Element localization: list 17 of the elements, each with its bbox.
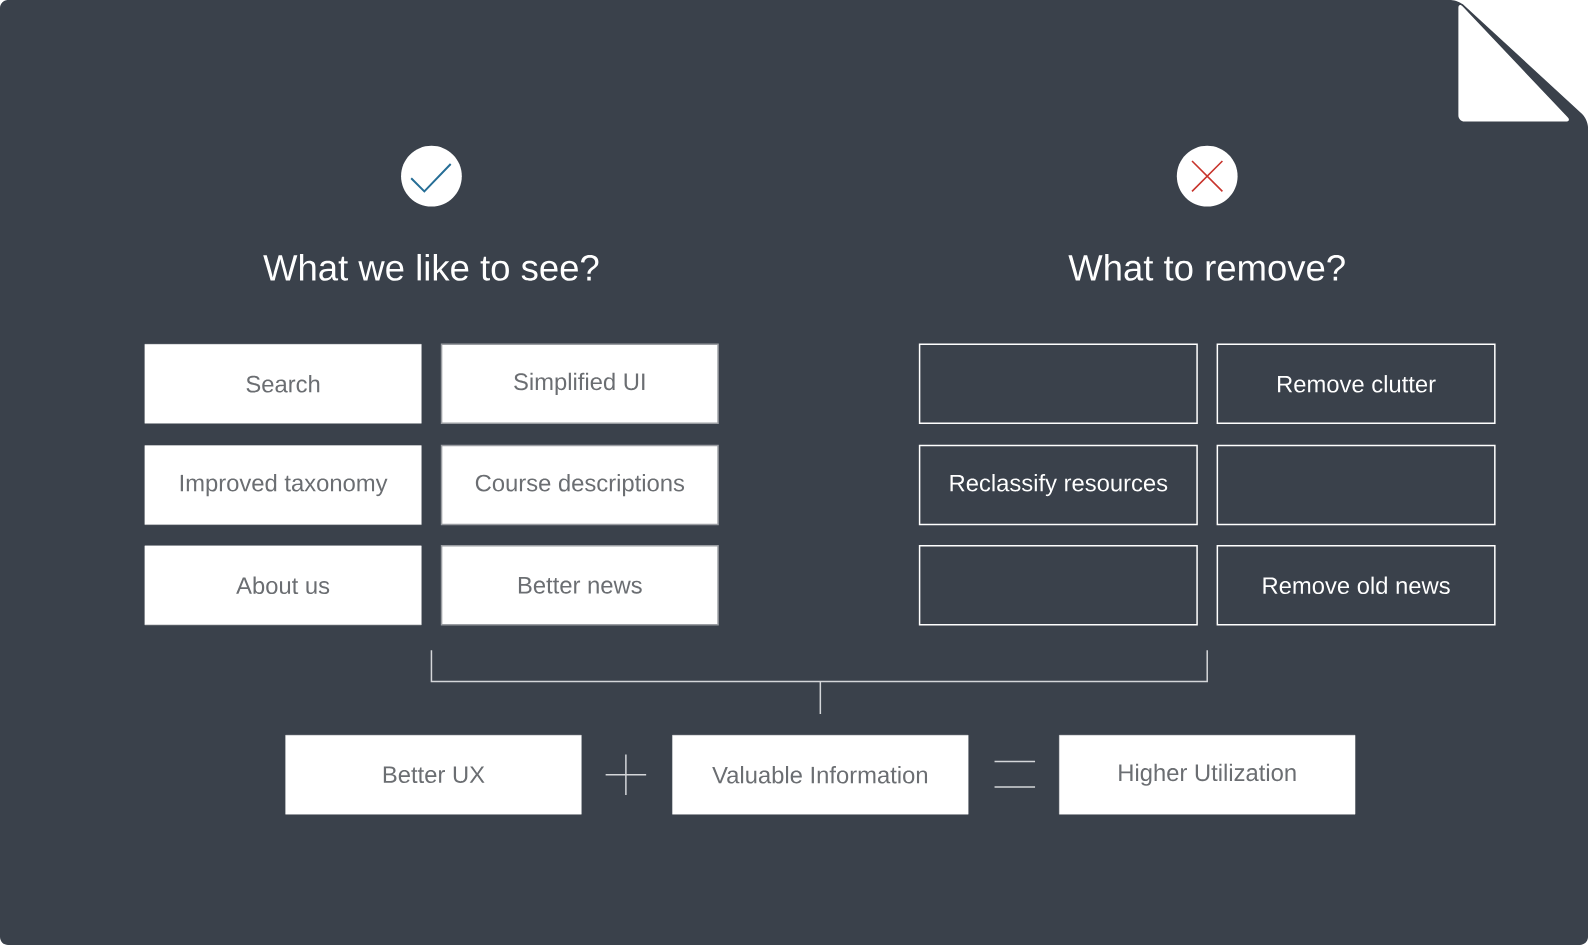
text-box: Valuable Information	[672, 735, 969, 815]
text-box: Course descriptions	[440, 444, 719, 526]
text-box: Remove clutter	[1216, 343, 1496, 425]
heading: What we like to see?	[263, 254, 599, 281]
text-box: Simplified UI	[440, 343, 719, 425]
text-box: Better UX	[285, 735, 582, 815]
text-box: Reclassify resources	[918, 444, 1198, 526]
text-box: Higher Utilization	[1059, 735, 1356, 815]
empty-box	[1216, 444, 1496, 526]
empty-box	[918, 343, 1198, 425]
text-box: Search	[144, 344, 422, 424]
heading: What to remove?	[1068, 254, 1345, 281]
text-box: About us	[144, 545, 422, 626]
text-box: Remove old news	[1216, 545, 1496, 626]
text-box: Improved taxonomy	[144, 445, 422, 525]
text-box: Better news	[440, 545, 719, 626]
empty-box	[918, 545, 1198, 626]
